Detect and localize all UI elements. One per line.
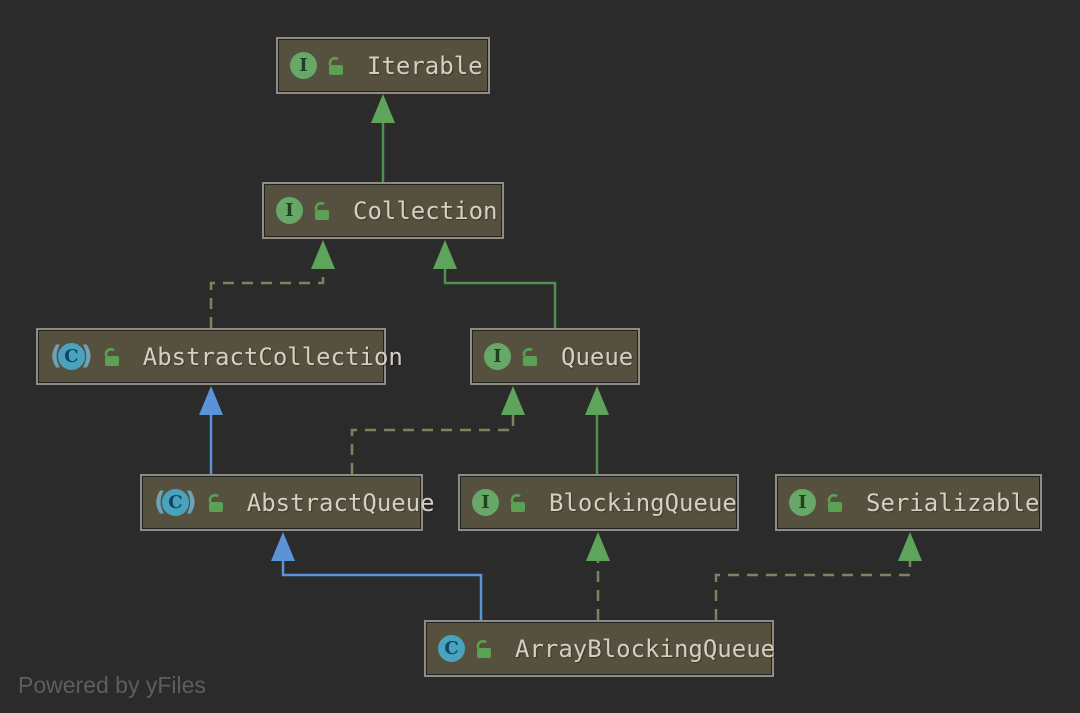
edge-array-blocking-queue-to-blocking-queue [586, 532, 610, 620]
class-node-iterable[interactable]: I Iterable [276, 37, 490, 94]
abstract-class-icon: ( C ) [50, 341, 93, 371]
class-node-collection[interactable]: I Collection [262, 182, 504, 239]
node-label: AbstractQueue [246, 488, 435, 517]
edge-queue-to-collection [433, 240, 557, 328]
edge-collection-to-iterable [371, 94, 395, 182]
interface-icon: I [472, 489, 499, 516]
interface-icon: I [276, 197, 303, 224]
node-label: BlockingQueue [549, 488, 737, 517]
interface-icon: I [789, 489, 816, 516]
node-label: Serializable [866, 488, 1040, 517]
open-lock-icon [208, 493, 223, 512]
open-lock-icon [328, 56, 343, 75]
powered-by-yfiles-label: Powered by yFiles [18, 672, 206, 698]
edge-array-blocking-queue-to-abstract-queue [271, 532, 483, 620]
edge-abstract-collection-to-collection [209, 240, 335, 328]
class-node-queue[interactable]: I Queue [470, 328, 640, 385]
open-lock-icon [476, 639, 491, 658]
open-lock-icon [827, 493, 842, 512]
node-label: ArrayBlockingQueue [515, 634, 776, 663]
abstract-class-icon: ( C ) [154, 487, 197, 517]
class-node-abstract-collection[interactable]: ( C ) AbstractCollection [36, 328, 403, 385]
edge-abstract-queue-to-abstract-collection [199, 386, 223, 474]
node-label: Queue [561, 342, 634, 371]
open-lock-icon [314, 201, 329, 220]
open-lock-icon [510, 493, 525, 512]
class-icon: C [438, 635, 465, 662]
class-node-blocking-queue[interactable]: I BlockingQueue [458, 474, 739, 531]
interface-icon: I [484, 343, 511, 370]
node-label: Collection [353, 196, 498, 225]
class-node-serializable[interactable]: I Serializable [775, 474, 1042, 531]
edge-abstract-queue-to-queue [350, 386, 525, 474]
open-lock-icon [104, 347, 119, 366]
node-label: Iterable [367, 51, 483, 80]
class-node-abstract-queue[interactable]: ( C ) AbstractQueue [140, 474, 435, 531]
interface-icon: I [290, 52, 317, 79]
open-lock-icon [522, 347, 537, 366]
edge-blocking-queue-to-queue [585, 386, 609, 474]
edge-array-blocking-queue-to-serializable [714, 532, 922, 620]
node-label: AbstractCollection [142, 342, 403, 371]
class-node-array-blocking-queue[interactable]: C ArrayBlockingQueue [424, 620, 776, 677]
